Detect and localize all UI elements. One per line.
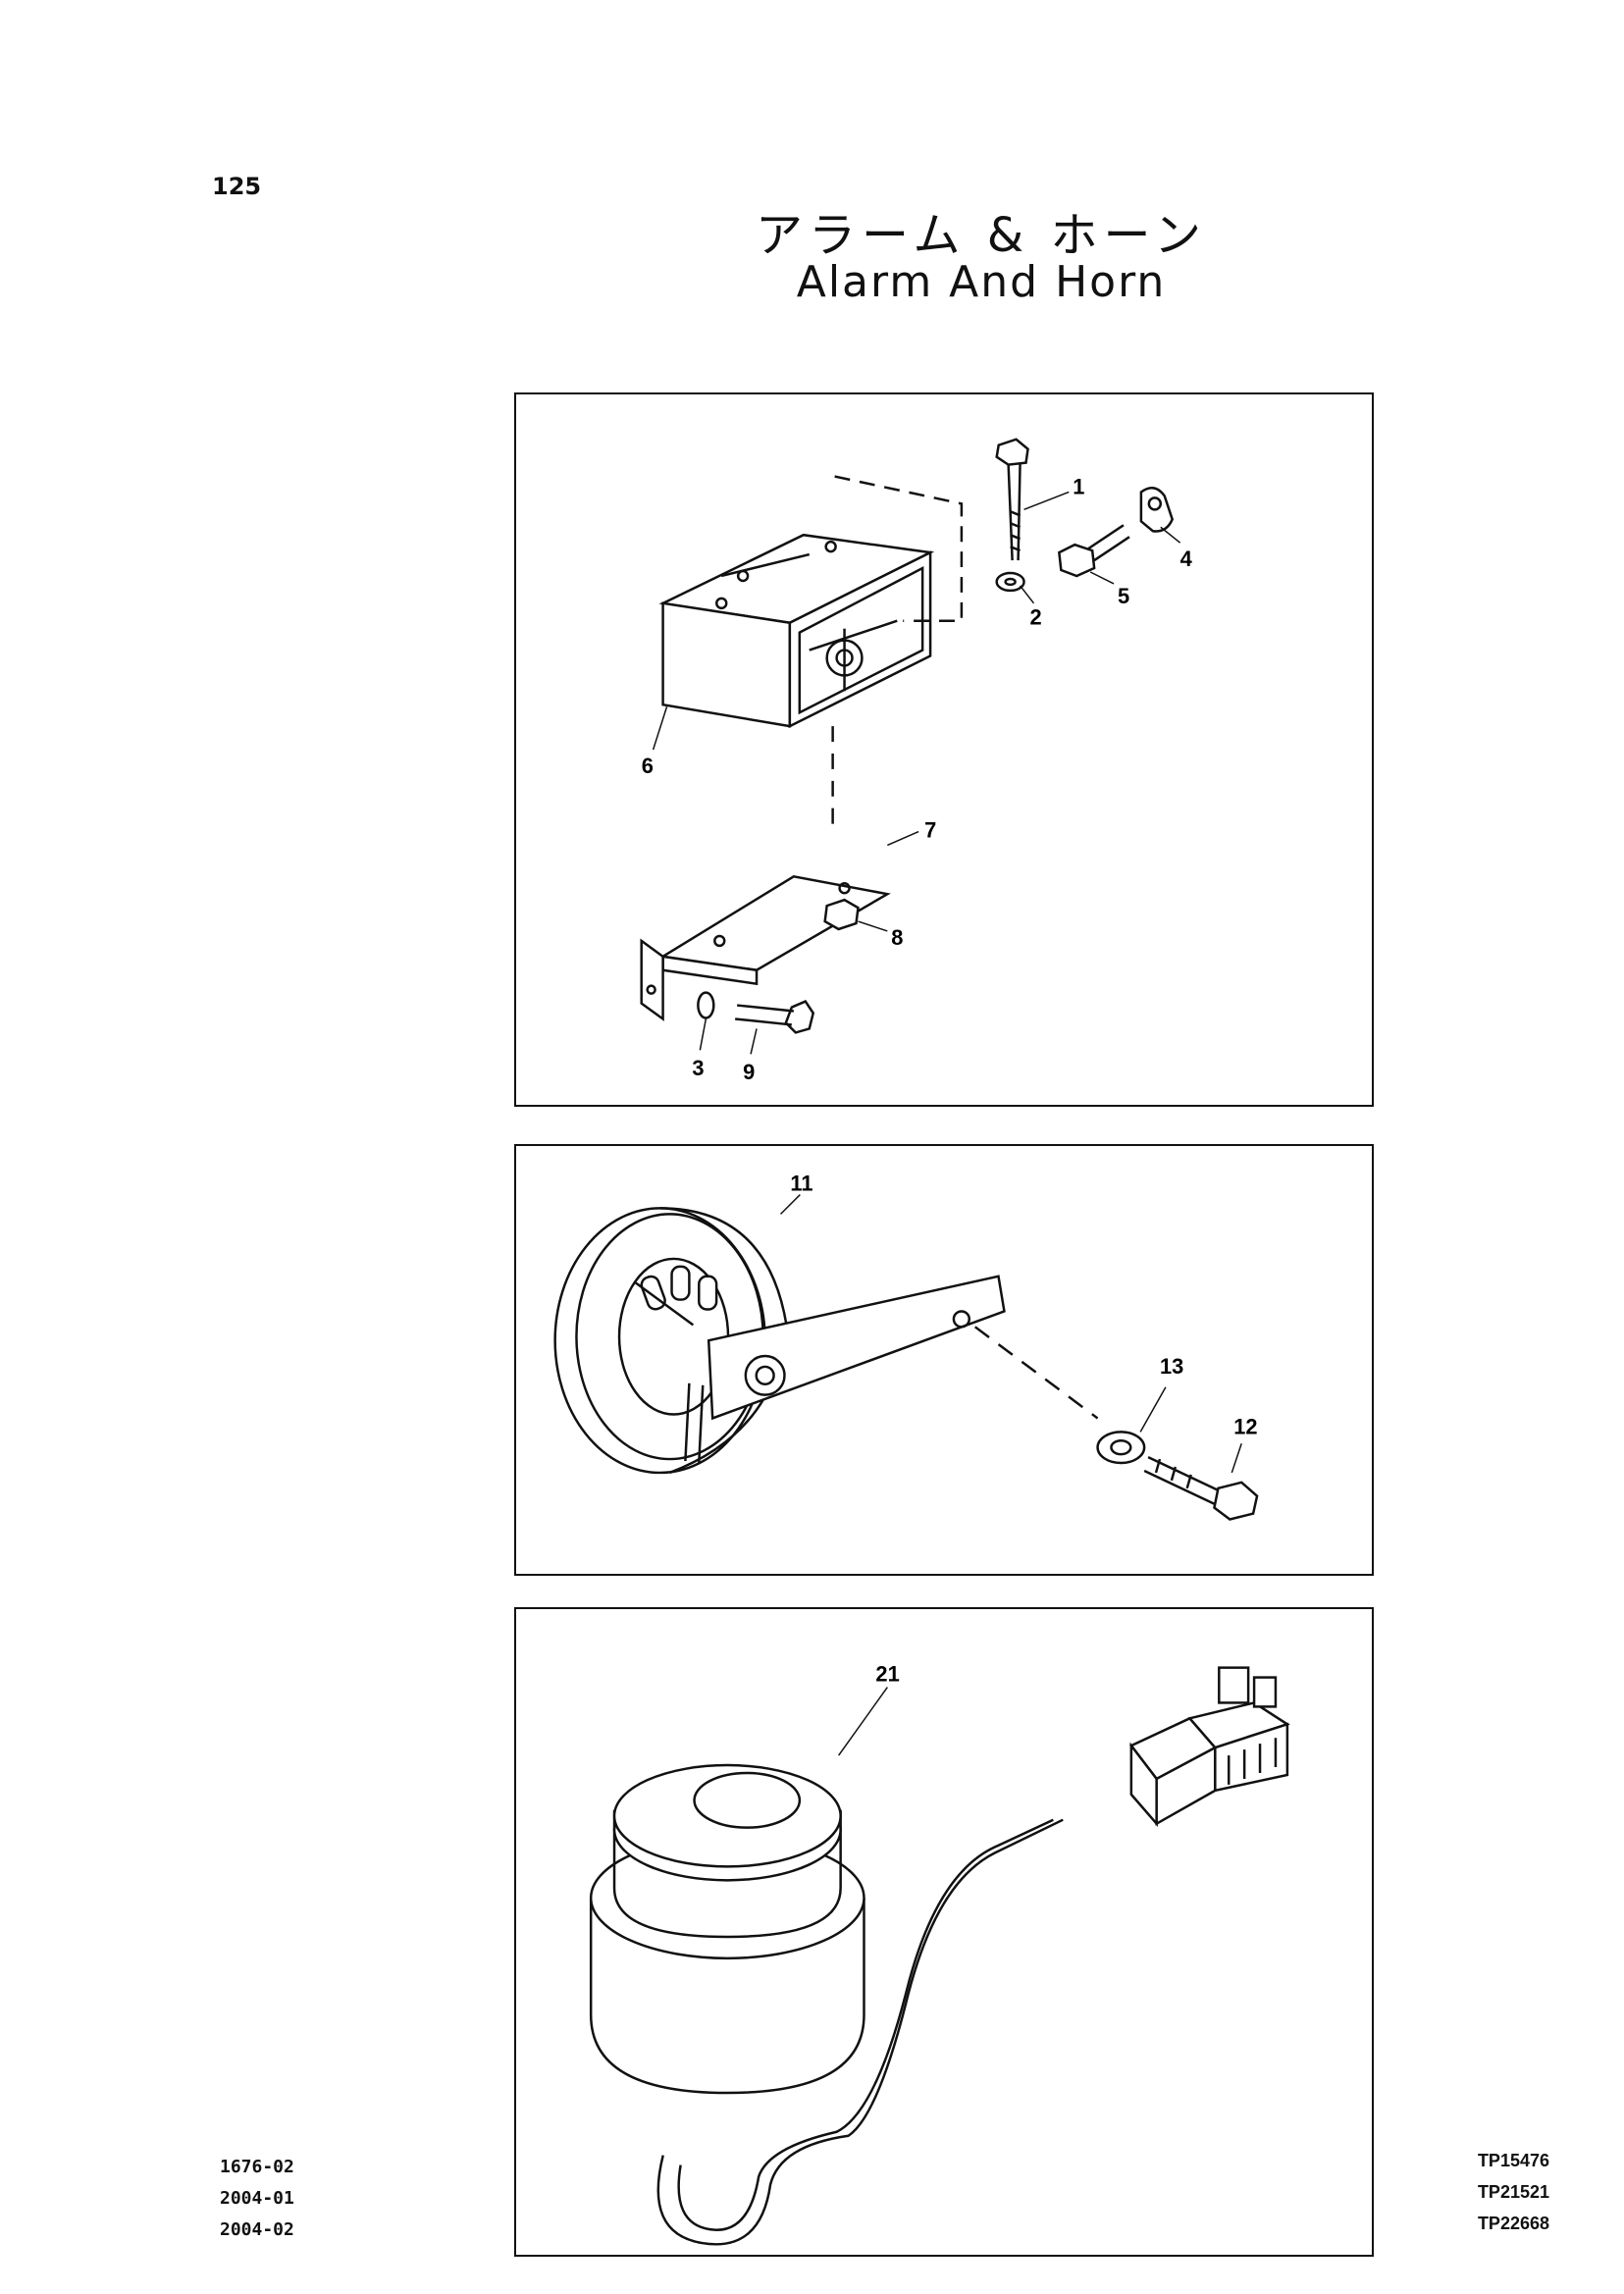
buzzer-drawing: 21 bbox=[589, 1662, 1290, 2246]
buzzer-diagram-panel: 21 bbox=[514, 1607, 1374, 2257]
callout-12: 12 bbox=[1233, 1414, 1257, 1438]
alarm-exploded-drawing: 1 2 4 5 6 7 8 3 9 bbox=[640, 438, 1193, 1084]
callout-1: 1 bbox=[1073, 474, 1084, 498]
callout-2: 2 bbox=[1030, 605, 1042, 630]
footer-left-code-3: 2004-02 bbox=[220, 2219, 294, 2240]
callout-4: 4 bbox=[1180, 547, 1193, 571]
page-number: 125 bbox=[212, 173, 262, 200]
footer-right-code-3: TP22668 bbox=[1477, 2214, 1549, 2233]
callout-11: 11 bbox=[790, 1172, 812, 1196]
callout-5: 5 bbox=[1118, 584, 1129, 608]
callout-13: 13 bbox=[1160, 1354, 1183, 1379]
callout-7: 7 bbox=[924, 818, 936, 843]
callout-3: 3 bbox=[692, 1056, 704, 1080]
page-title-japanese: アラーム & ホーン bbox=[755, 208, 1208, 263]
page-title-english: Alarm And Horn bbox=[796, 257, 1167, 307]
callout-6: 6 bbox=[642, 754, 654, 778]
footer-right-code-2: TP21521 bbox=[1477, 2182, 1549, 2202]
callout-21: 21 bbox=[875, 1662, 899, 1687]
callout-8: 8 bbox=[891, 925, 903, 950]
footer-left-code-1: 1676-02 bbox=[220, 2157, 294, 2177]
horn-diagram-panel: 11 13 12 bbox=[514, 1144, 1374, 1576]
footer-right-code-1: TP15476 bbox=[1477, 2151, 1549, 2170]
horn-exploded-drawing: 11 13 12 bbox=[553, 1172, 1259, 1521]
footer-left-code-2: 2004-01 bbox=[220, 2188, 294, 2209]
alarm-diagram-panel: 1 2 4 5 6 7 8 3 9 bbox=[514, 392, 1374, 1107]
callout-9: 9 bbox=[743, 1060, 755, 1084]
